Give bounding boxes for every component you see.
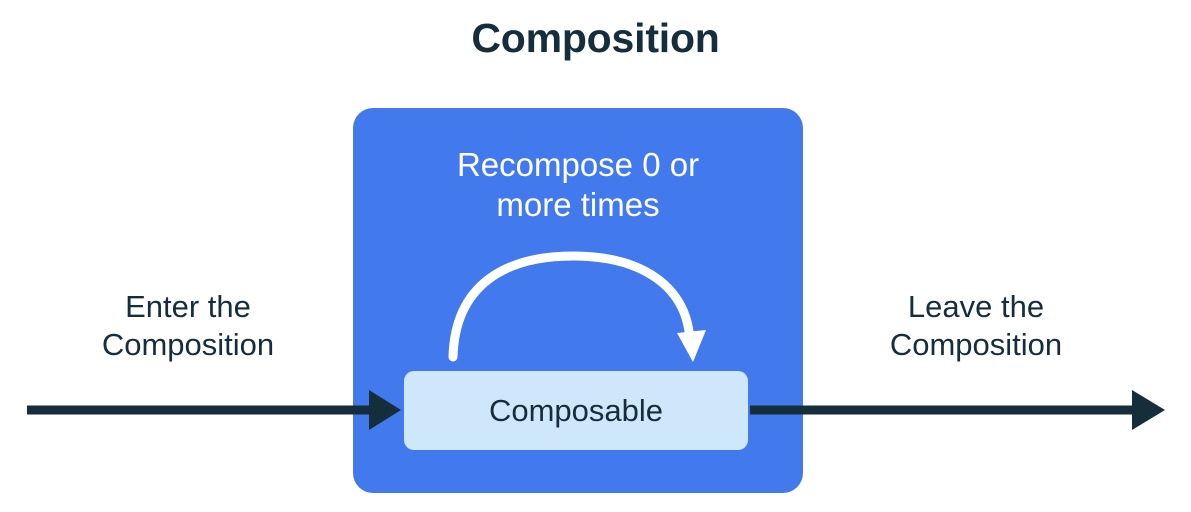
recompose-label: Recompose 0 or more times bbox=[353, 145, 803, 226]
enter-label-line-2: Composition bbox=[101, 326, 275, 362]
page-title: Composition bbox=[471, 15, 720, 61]
leave-arrow-icon bbox=[750, 390, 1165, 430]
leave-label-line-1: Leave the bbox=[907, 289, 1045, 324]
enter-label-line-1: Enter the bbox=[125, 289, 251, 324]
leave-label-line-2: Composition bbox=[889, 326, 1063, 362]
enter-arrow-icon bbox=[27, 390, 401, 430]
recompose-label-line-2: more times bbox=[496, 186, 660, 224]
enter-composition-label: Enter the Composition bbox=[22, 288, 354, 364]
composable-node-label: Composable bbox=[488, 393, 664, 428]
composable-node[interactable]: Composable bbox=[404, 371, 748, 450]
recompose-label-line-1: Recompose 0 or bbox=[456, 146, 700, 183]
leave-composition-label: Leave the Composition bbox=[808, 288, 1144, 364]
